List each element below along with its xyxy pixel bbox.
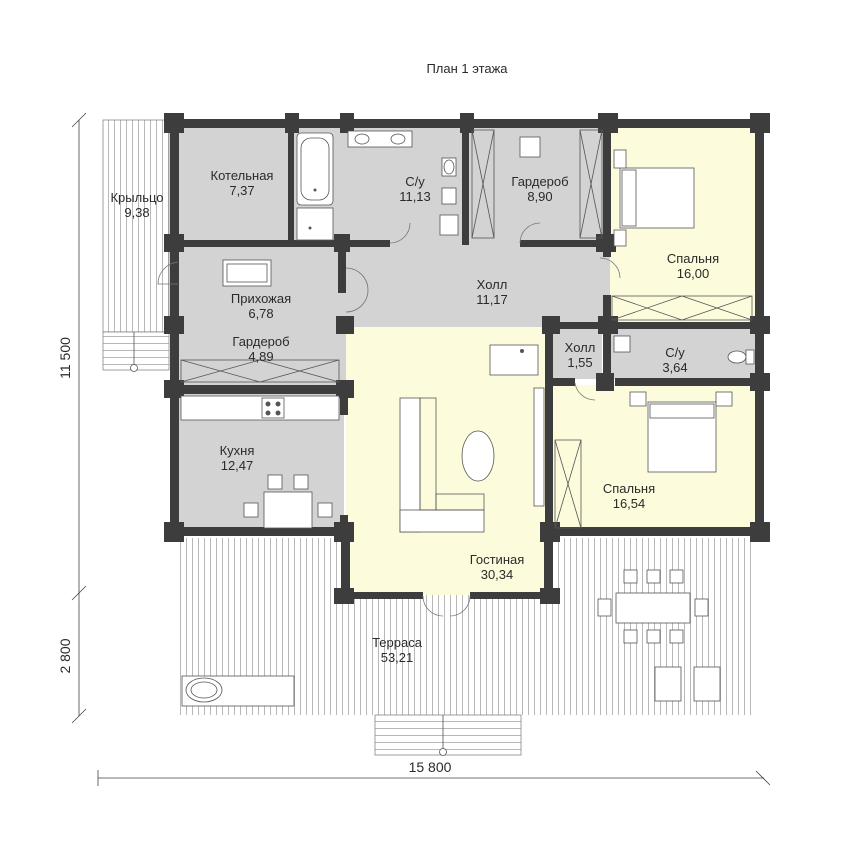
room-name-hall2: Холл bbox=[565, 340, 596, 355]
room-name-bath2: С/у bbox=[665, 345, 685, 360]
room-area-bath2: 3,64 bbox=[662, 360, 687, 375]
room-labels: Котельная 7,37 С/у 11,13 Гардероб 8,90 С… bbox=[110, 168, 719, 665]
room-area-porch: 9,38 bbox=[124, 205, 149, 220]
log-posts bbox=[164, 113, 770, 604]
dimension-total-width: 15 800 bbox=[409, 759, 452, 775]
room-area-living: 30,34 bbox=[481, 567, 514, 582]
room-name-bath1: С/у bbox=[405, 174, 425, 189]
terrace-steps bbox=[374, 714, 522, 756]
furniture bbox=[180, 129, 755, 707]
room-name-boiler: Котельная bbox=[211, 168, 274, 183]
room-area-hall2: 1,55 bbox=[567, 355, 592, 370]
room-area-hall1: 11,17 bbox=[476, 292, 508, 307]
room-name-porch: Крыльцо bbox=[110, 190, 163, 205]
room-name-bedroom1: Спальня bbox=[667, 251, 719, 266]
room-area-entry: 6,78 bbox=[248, 306, 273, 321]
room-area-terrace: 53,21 bbox=[381, 650, 414, 665]
room-area-wardrobe2: 4,89 bbox=[248, 349, 273, 364]
dimension-main-depth: 11 500 bbox=[57, 337, 73, 379]
room-area-kitchen: 12,47 bbox=[221, 458, 254, 473]
room-name-terrace: Терраса bbox=[372, 635, 423, 650]
room-name-hall1: Холл bbox=[477, 277, 508, 292]
dimension-lines bbox=[71, 112, 771, 786]
room-name-living: Гостиная bbox=[470, 552, 525, 567]
dimension-terrace-depth: 2 800 bbox=[57, 638, 73, 673]
room-area-bedroom1: 16,00 bbox=[677, 266, 710, 281]
room-area-wardrobe1: 8,90 bbox=[527, 189, 552, 204]
room-name-bedroom2: Спальня bbox=[603, 481, 655, 496]
room-area-bedroom2: 16,54 bbox=[613, 496, 646, 511]
porch-steps bbox=[102, 331, 170, 372]
doors bbox=[157, 222, 621, 617]
room-area-bath1: 11,13 bbox=[399, 189, 431, 204]
room-name-wardrobe2: Гардероб bbox=[232, 334, 289, 349]
plan-title: План 1 этажа bbox=[426, 61, 508, 76]
room-name-wardrobe1: Гардероб bbox=[511, 174, 568, 189]
room-area-boiler: 7,37 bbox=[229, 183, 254, 198]
porch-deck bbox=[102, 119, 170, 333]
room-name-kitchen: Кухня bbox=[220, 443, 255, 458]
room-name-entry: Прихожая bbox=[231, 291, 291, 306]
